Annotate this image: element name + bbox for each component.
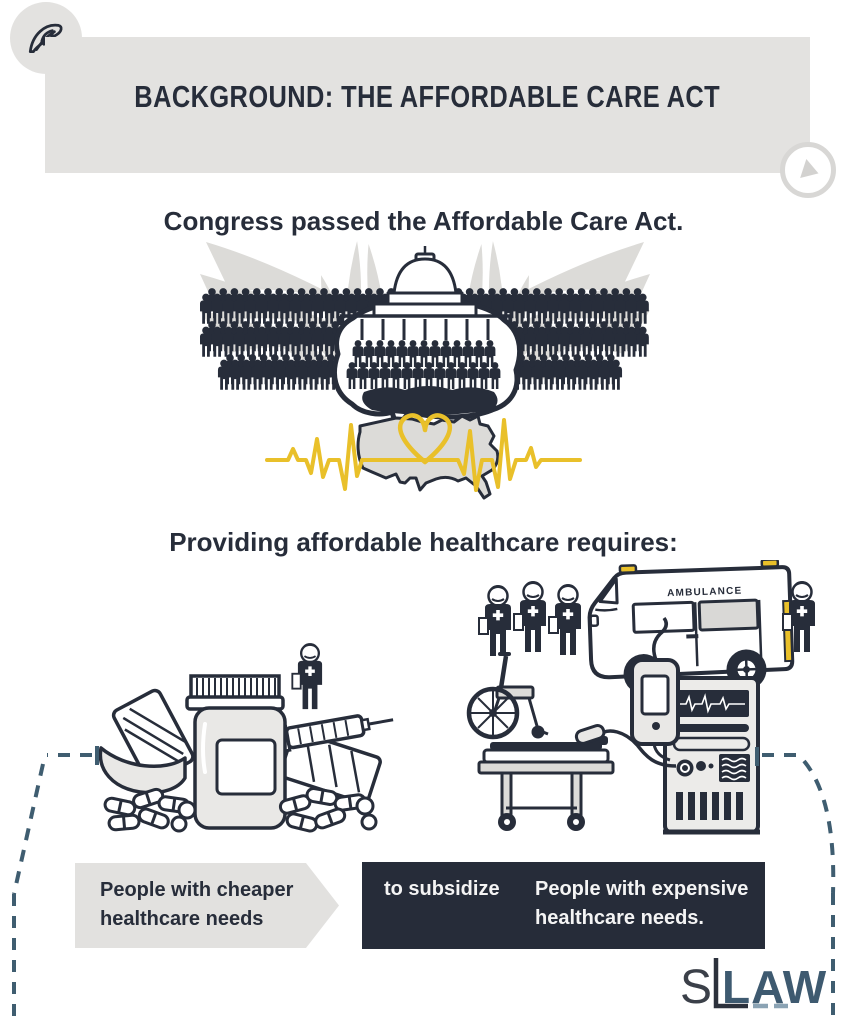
subsidize-box: to subsidize People with expensive healt… — [362, 862, 765, 949]
congress-heading: Congress passed the Affordable Care Act. — [163, 206, 684, 236]
defib-paddle — [574, 724, 606, 745]
heart-icon — [398, 413, 452, 465]
page-title: BACKGROUND: THE AFFORDABLE CARE ACT — [134, 79, 721, 114]
capitol-illustration — [200, 240, 650, 500]
ambulance-label: AMBULANCE — [667, 586, 743, 600]
title-banner: BACKGROUND: THE AFFORDABLE CARE ACT — [45, 37, 810, 173]
expensive-needs-label: People with expensive healthcare needs. — [535, 878, 749, 929]
capitol-building — [338, 246, 512, 340]
slaw-logo: S LAW — [672, 956, 832, 1016]
cheaper-needs-box: People with cheaper healthcare needs — [75, 863, 339, 948]
wheelchair — [466, 652, 549, 740]
capsules-right — [278, 787, 378, 833]
requires-heading: Providing affordable healthcare requires… — [169, 527, 678, 557]
pump-device — [630, 616, 680, 762]
paper-scoop — [98, 746, 187, 795]
ambulance-van: AMBULANCE — [587, 560, 795, 695]
cheaper-needs-label: People with cheaper healthcare needs — [100, 879, 294, 930]
blister-pack-left — [111, 688, 195, 784]
capsules-left — [103, 787, 197, 833]
logo-s: S — [680, 961, 712, 1014]
ekg-monitor-cart — [574, 676, 760, 835]
doctor-figure — [291, 641, 324, 711]
play-button[interactable] — [780, 142, 836, 198]
logo-bracket — [713, 958, 748, 1009]
play-icon — [800, 158, 819, 178]
medic-figures — [477, 579, 583, 658]
medications-illustration — [98, 641, 394, 833]
emergency-illustration: AMBULANCE — [466, 560, 817, 835]
crowd-mass — [362, 386, 498, 415]
pill-bottle — [185, 674, 287, 830]
ekg-line — [265, 418, 582, 492]
stretcher — [477, 736, 615, 831]
subsidize-label: to subsidize — [384, 878, 500, 900]
